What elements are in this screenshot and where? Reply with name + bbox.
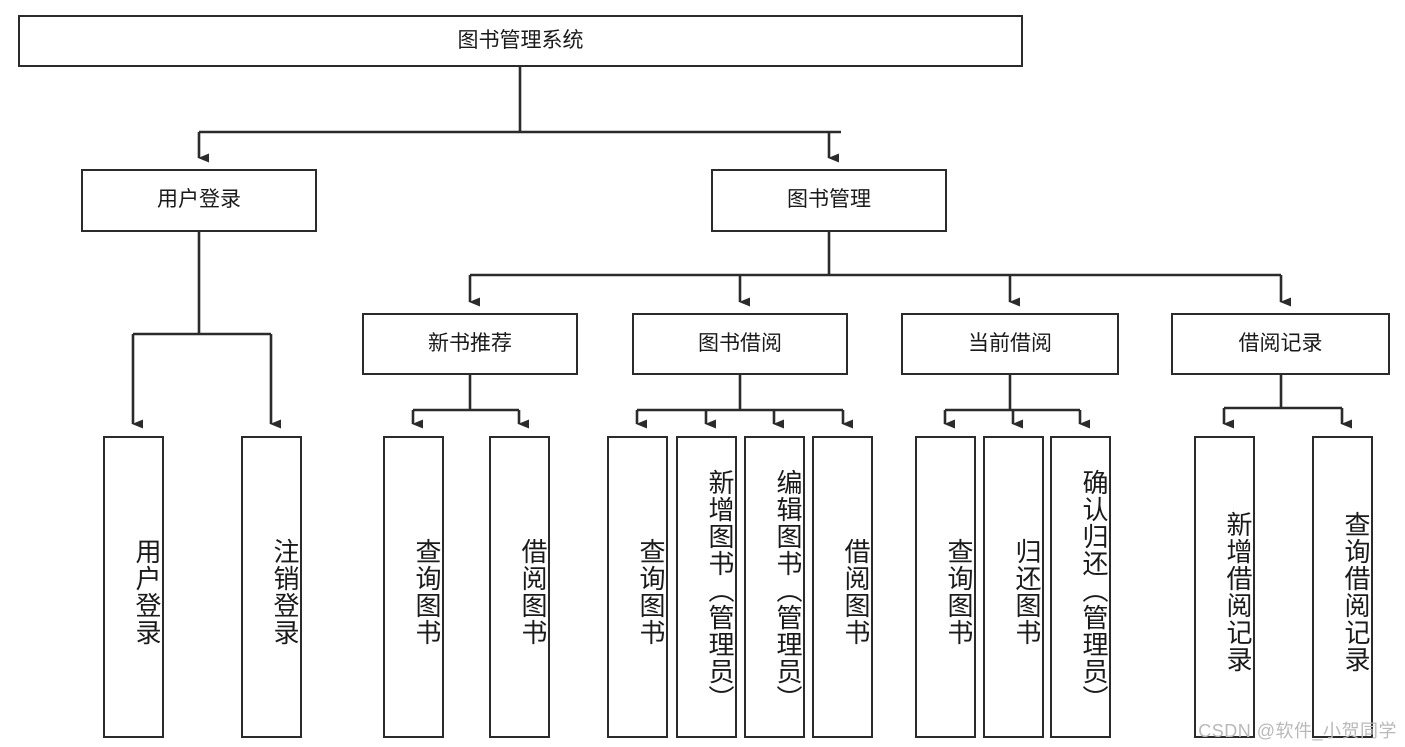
leaf-query-record-label: 查询借阅记录 bbox=[1341, 511, 1371, 673]
leaf-query-book-1-label: 查询图书 bbox=[412, 538, 442, 646]
node-user-login-label: 用户登录 bbox=[157, 188, 241, 212]
leaf-query-book-3[interactable]: 查询图书 bbox=[915, 436, 976, 738]
leaf-user-login-label: 用户登录 bbox=[132, 538, 162, 646]
node-current-borrow[interactable]: 当前借阅 bbox=[901, 313, 1119, 375]
leaf-borrow-book-2[interactable]: 借阅图书 bbox=[812, 436, 873, 738]
leaf-confirm-return[interactable]: 确认归还（管理员） bbox=[1050, 436, 1111, 738]
leaf-confirm-return-label: 确认归还（管理员） bbox=[1079, 468, 1109, 712]
leaf-query-book-2-label: 查询图书 bbox=[636, 538, 666, 646]
leaf-add-record[interactable]: 新增借阅记录 bbox=[1194, 436, 1255, 738]
leaf-edit-book[interactable]: 编辑图书（管理员） bbox=[744, 436, 805, 738]
node-book-borrow[interactable]: 图书借阅 bbox=[632, 313, 848, 375]
node-new-book-rec-label: 新书推荐 bbox=[428, 331, 512, 355]
node-user-login[interactable]: 用户登录 bbox=[81, 169, 317, 232]
node-book-manage-label: 图书管理 bbox=[787, 188, 871, 212]
leaf-borrow-book-2-label: 借阅图书 bbox=[841, 538, 871, 646]
node-book-borrow-label: 图书借阅 bbox=[698, 331, 782, 355]
leaf-add-book-label: 新增图书（管理员） bbox=[705, 468, 735, 712]
leaf-query-record[interactable]: 查询借阅记录 bbox=[1312, 436, 1373, 738]
node-borrow-record-label: 借阅记录 bbox=[1238, 331, 1323, 355]
leaf-return-book-label: 归还图书 bbox=[1012, 538, 1042, 646]
node-current-borrow-label: 当前借阅 bbox=[968, 331, 1052, 355]
leaf-add-record-label: 新增借阅记录 bbox=[1223, 511, 1253, 673]
leaf-add-book[interactable]: 新增图书（管理员） bbox=[676, 436, 737, 738]
csdn-watermark: CSDN @软件_小贺同学 bbox=[1198, 721, 1397, 741]
node-root-label: 图书管理系统 bbox=[457, 28, 584, 52]
leaf-query-book-1[interactable]: 查询图书 bbox=[383, 436, 444, 738]
leaf-return-book[interactable]: 归还图书 bbox=[983, 436, 1044, 738]
leaf-borrow-book-1[interactable]: 借阅图书 bbox=[489, 436, 550, 738]
leaf-query-book-2[interactable]: 查询图书 bbox=[607, 436, 668, 738]
node-book-manage[interactable]: 图书管理 bbox=[711, 169, 947, 232]
leaf-logout-label: 注销登录 bbox=[270, 538, 300, 646]
leaf-query-book-3-label: 查询图书 bbox=[944, 538, 974, 646]
leaf-borrow-book-1-label: 借阅图书 bbox=[518, 538, 548, 646]
leaf-user-login[interactable]: 用户登录 bbox=[103, 436, 164, 738]
leaf-edit-book-label: 编辑图书（管理员） bbox=[773, 468, 803, 712]
node-new-book-rec[interactable]: 新书推荐 bbox=[362, 313, 578, 375]
leaf-logout[interactable]: 注销登录 bbox=[241, 436, 302, 738]
node-borrow-record[interactable]: 借阅记录 bbox=[1171, 313, 1390, 375]
node-root[interactable]: 图书管理系统 bbox=[18, 15, 1023, 67]
